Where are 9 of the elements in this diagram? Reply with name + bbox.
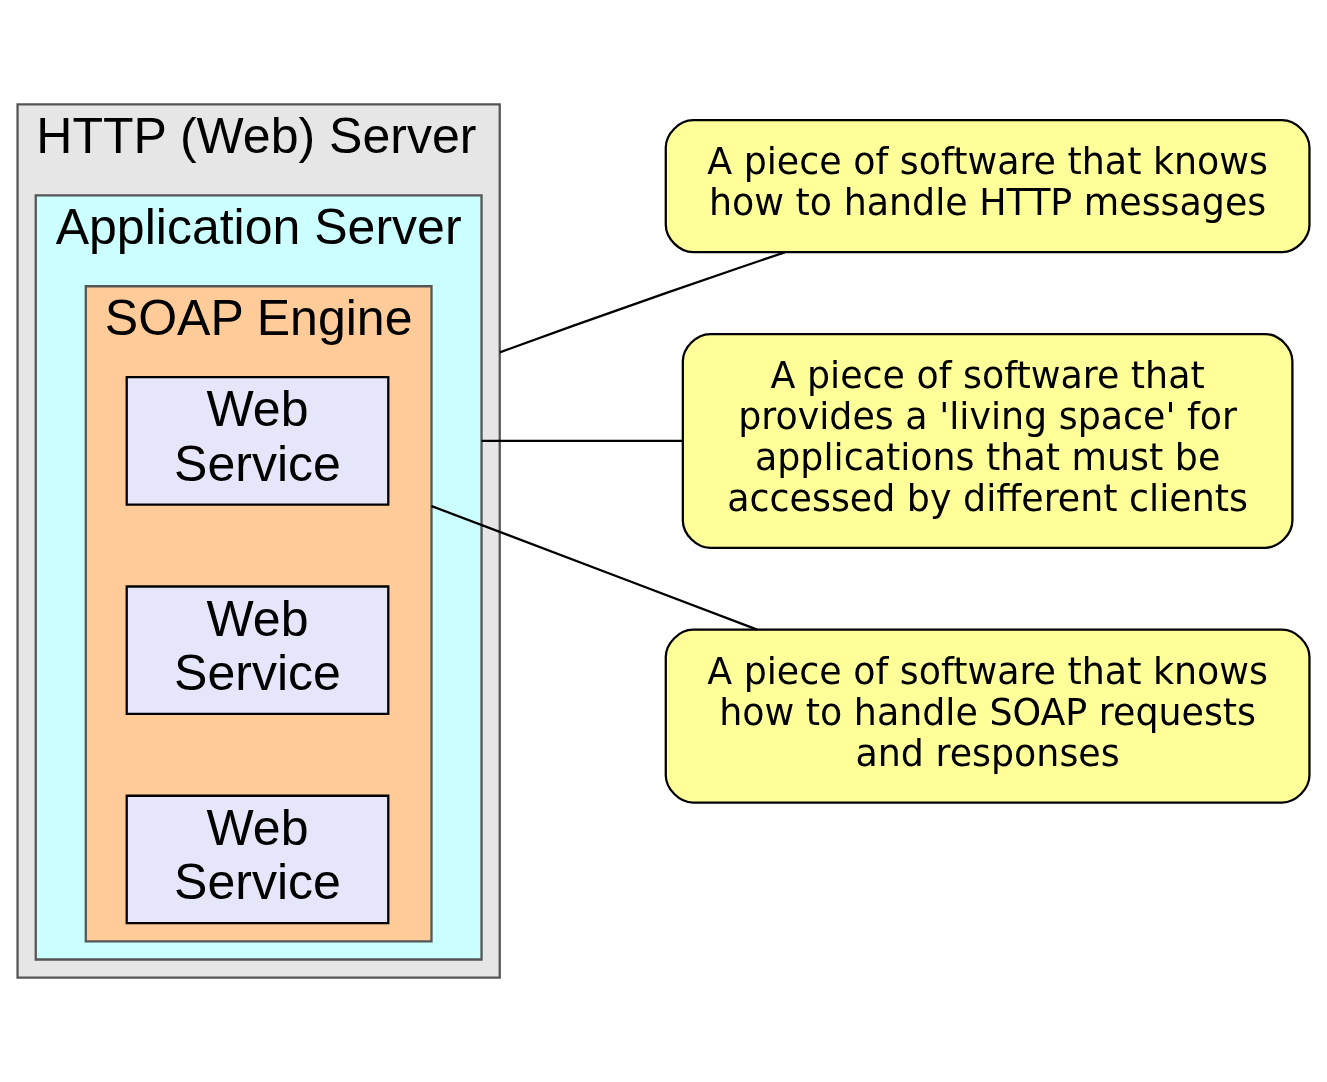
node-box: A piece of software that knows how to handle SOAP requests and responses [664, 628, 1311, 804]
node-box: Web Service [125, 376, 390, 506]
connector [499, 251, 786, 354]
node-box: A piece of software that knows how to handle HTTP messages [664, 119, 1311, 254]
connector [431, 505, 758, 631]
node-box: Web Service [125, 585, 390, 715]
node-box: Web Service [125, 794, 390, 925]
node-box: A piece of software that provides a 'living space' for applications that must be accessed by different clients [681, 332, 1294, 549]
connector [481, 439, 683, 443]
